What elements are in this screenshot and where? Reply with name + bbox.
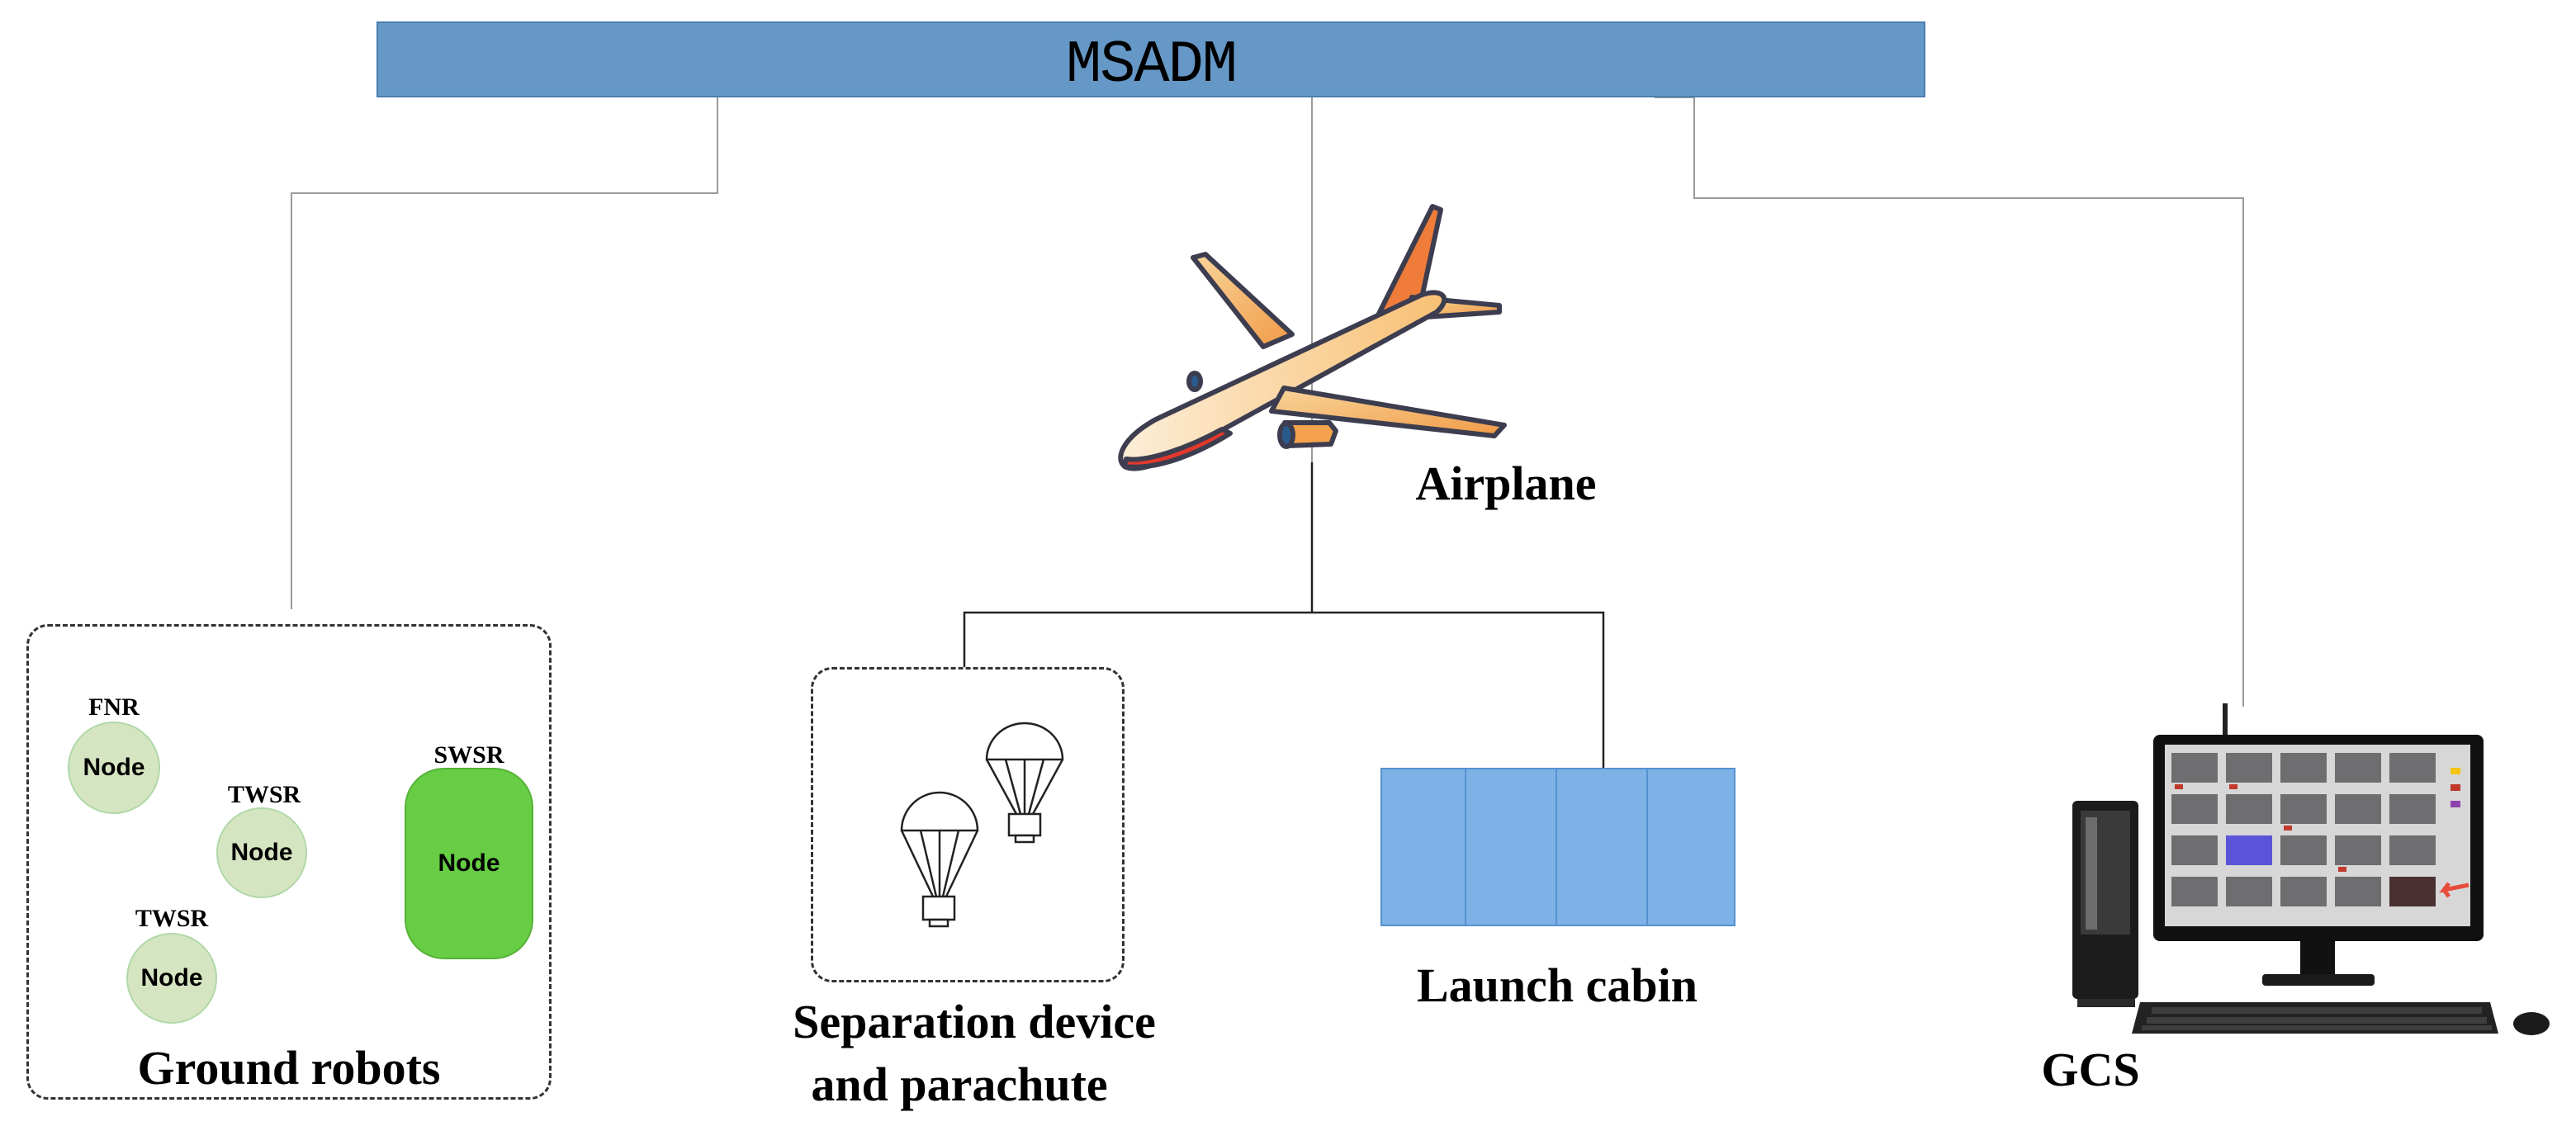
node-tag-swsr: SWSR xyxy=(433,741,504,769)
airplane-label: Airplane xyxy=(1415,457,1597,510)
airplane-icon xyxy=(1118,204,1507,471)
launch-cabin-label: Launch cabin xyxy=(1416,958,1698,1012)
separation-box xyxy=(811,667,1125,982)
node-fnr: Node xyxy=(68,722,160,814)
launch-cabin-cell xyxy=(1556,768,1648,926)
launch-cabin-cell xyxy=(1646,768,1735,926)
separation-label-line1: Separation device xyxy=(793,995,1156,1048)
parachute-icon xyxy=(900,722,1064,928)
title-bar: MSADM xyxy=(376,21,1925,99)
launch-cabin-cell xyxy=(1465,768,1557,926)
ground-robots-box xyxy=(26,624,552,1100)
connector-branch xyxy=(963,611,1605,768)
node-tag-fnr: FNR xyxy=(88,693,140,721)
node-tag-twsr-lower: TWSR xyxy=(135,905,209,932)
launch-cabin-cell xyxy=(1380,768,1466,926)
node-twsr-upper: Node xyxy=(216,807,307,898)
separation-label-line2: and parachute xyxy=(811,1058,1108,1111)
gcs-label: GCS xyxy=(2041,1043,2140,1096)
node-swsr: Node xyxy=(405,768,533,959)
title-text: MSADM xyxy=(1065,31,1238,99)
ground-robots-label: Ground robots xyxy=(137,1041,441,1095)
node-twsr-lower: Node xyxy=(126,933,217,1024)
node-tag-twsr-upper: TWSR xyxy=(227,781,301,808)
connector-gcs xyxy=(1655,97,2244,707)
connector-ground-robots xyxy=(291,97,718,609)
computer-icon xyxy=(2072,703,2550,1035)
